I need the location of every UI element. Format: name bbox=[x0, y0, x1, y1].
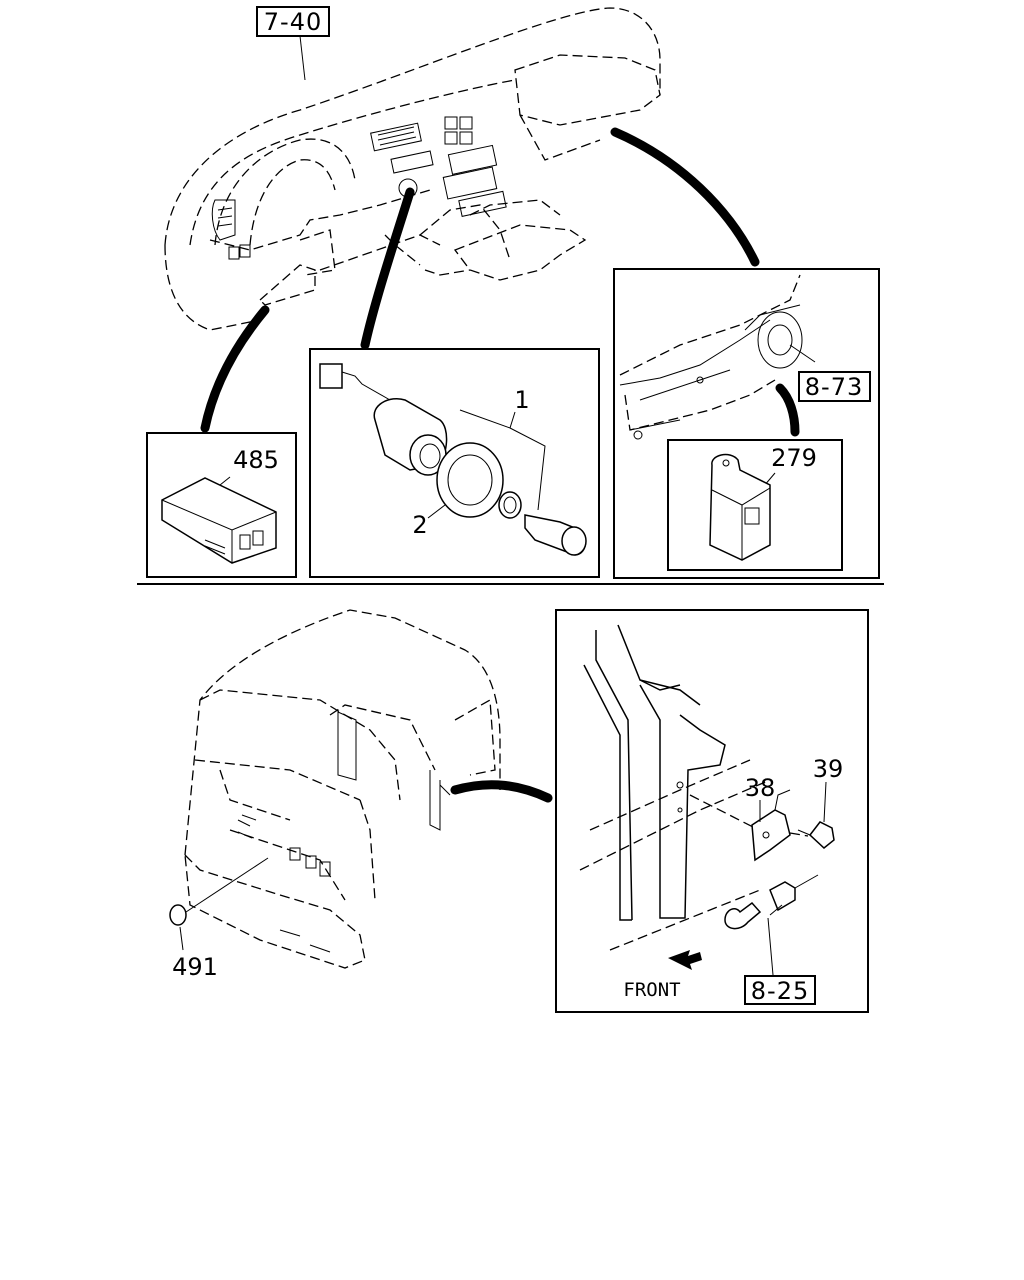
module-485-panel: 485 bbox=[146, 432, 297, 578]
callout-39: 39 bbox=[813, 755, 844, 783]
ref-label-8-25: 8-25 bbox=[751, 977, 809, 1005]
front-arrow-icon bbox=[668, 950, 702, 970]
instrument-panel-illustration bbox=[164, 7, 661, 331]
callout-279: 279 bbox=[771, 444, 817, 472]
callout-1: 1 bbox=[514, 386, 529, 414]
callout-491: 491 bbox=[172, 953, 218, 981]
leader-arrows-top bbox=[200, 127, 760, 433]
ref-box-instrument-panel: 7-40 bbox=[256, 6, 330, 81]
truck-cab-illustration: 491 bbox=[169, 609, 501, 981]
callout-38: 38 bbox=[745, 774, 776, 802]
ref-label-8-73: 8-73 bbox=[805, 373, 863, 401]
front-label: FRONT bbox=[623, 979, 680, 1001]
heater-unit-panel: 8-73 279 bbox=[613, 268, 880, 579]
cigar-lighter-panel: 1 2 bbox=[309, 348, 600, 578]
callout-485: 485 bbox=[233, 446, 279, 474]
leader-arrow-door bbox=[450, 780, 553, 803]
ref-label-7-40: 7-40 bbox=[264, 8, 322, 36]
door-switch-panel: 38 39 FRONT 8-25 bbox=[555, 609, 869, 1013]
callout-2: 2 bbox=[412, 511, 427, 539]
